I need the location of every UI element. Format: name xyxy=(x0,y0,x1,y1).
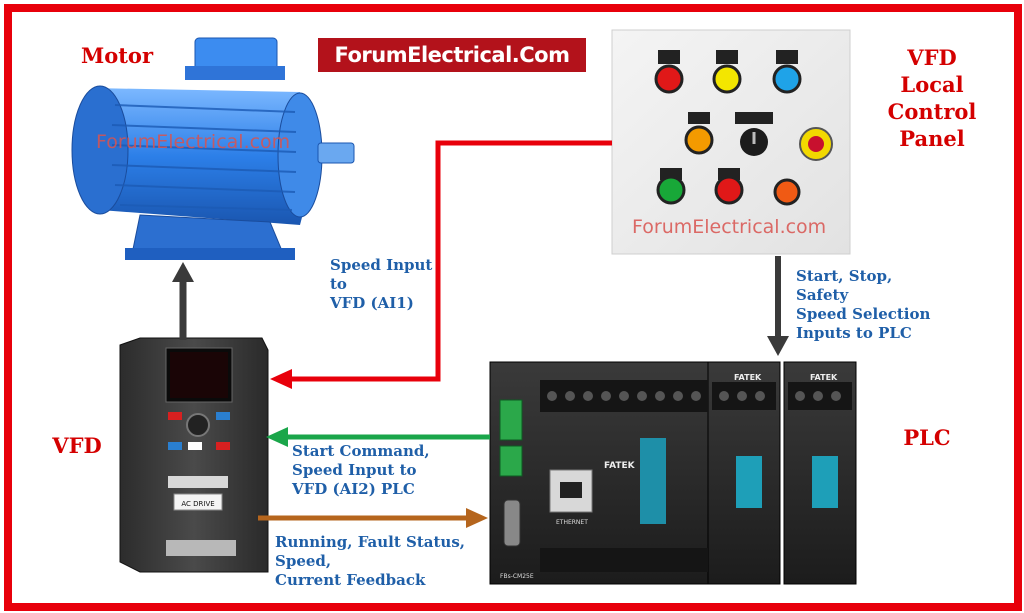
diagram-frame xyxy=(4,4,1022,611)
annotation-line: Start, Stop, xyxy=(796,267,893,285)
panel-label-line4: Panel xyxy=(899,126,965,151)
annotation-line: VFD (AI1) xyxy=(330,294,414,312)
plc-brand-module-1: FATEK xyxy=(734,373,762,382)
plc-model-label: FBs-CM25E xyxy=(500,573,534,580)
vfd-to-motor-arrow xyxy=(172,262,194,340)
annotation-line: Speed, xyxy=(275,552,332,570)
plc-brand-module-2: FATEK xyxy=(810,373,838,382)
panel-label: VFD Local Control Panel xyxy=(872,44,992,152)
plc-brand-main: FATEK xyxy=(604,461,636,471)
annotation-line: Running, Fault Status, xyxy=(275,533,466,551)
plc-port-label: ETHERNET xyxy=(556,519,588,526)
panel-to-plc-arrow xyxy=(767,256,789,356)
annotation-line: Speed Input xyxy=(330,256,433,274)
annotation-line: to xyxy=(330,275,347,293)
annotation-line: Current Feedback xyxy=(275,571,426,589)
red-indicator-lamp xyxy=(654,64,684,94)
panel-label-line2: Local xyxy=(900,72,964,97)
vfd-badge-text: AC DRIVE xyxy=(181,500,214,508)
annotation-line: VFD (AI2) PLC xyxy=(292,480,415,498)
motor-watermark: ForumElectrical.com xyxy=(96,131,291,153)
vfd-to-plc-feedback-wire xyxy=(258,508,488,528)
vfd-to-plc-annotation: Running, Fault Status, Speed, Current Fe… xyxy=(275,533,465,590)
plc-image: FATEK FATEK FATEK ETHERNET FBs-CM25E xyxy=(489,361,857,585)
motor-image xyxy=(71,37,355,260)
panel-watermark: ForumElectrical.com xyxy=(632,216,827,238)
blue-indicator-lamp xyxy=(772,64,802,94)
annotation-line: Safety xyxy=(796,286,849,304)
plc-to-vfd-annotation: Start Command, Speed Input to VFD (AI2) … xyxy=(292,442,430,499)
annotation-line: Start Command, xyxy=(292,442,430,460)
motor-label: Motor xyxy=(80,43,154,68)
control-panel-image xyxy=(611,29,851,255)
speed-ai1-annotation: Speed Input to VFD (AI1) xyxy=(330,256,432,313)
orange-indicator-lamp xyxy=(684,125,714,155)
plc-to-vfd-command-wire xyxy=(266,427,490,447)
site-banner: ForumElectrical.Com xyxy=(318,38,586,72)
panel-label-line3: Control xyxy=(887,99,977,124)
plc-label: PLC xyxy=(903,425,951,450)
annotation-line: Speed Selection xyxy=(796,305,931,323)
annotation-line: Inputs to PLC xyxy=(796,324,912,342)
vfd-label: VFD xyxy=(52,433,102,458)
red-stop-button xyxy=(714,175,744,205)
orange-button xyxy=(773,178,801,206)
vfd-image: AC DRIVE xyxy=(119,337,269,573)
panel-label-line1: VFD xyxy=(907,45,957,70)
annotation-line: Speed Input to xyxy=(292,461,417,479)
speed-input-ai1-wire xyxy=(270,140,612,389)
yellow-indicator-lamp xyxy=(712,64,742,94)
green-start-button xyxy=(656,175,686,205)
panel-to-plc-annotation: Start, Stop, Safety Speed Selection Inpu… xyxy=(796,267,930,343)
